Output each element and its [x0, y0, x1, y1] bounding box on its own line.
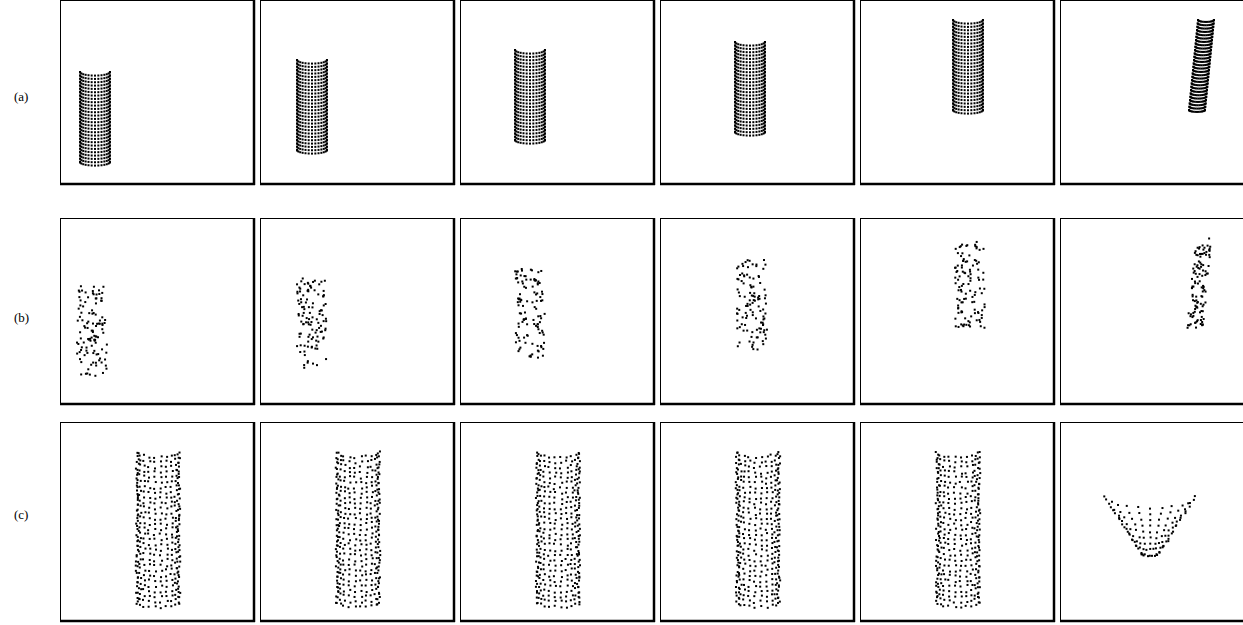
row-label: (c)	[14, 507, 28, 523]
panel	[860, 422, 1055, 622]
panel	[660, 218, 855, 405]
point-cloud	[514, 49, 546, 145]
point-cloud	[935, 451, 981, 609]
point-cloud	[1187, 237, 1212, 328]
point-cloud	[335, 450, 381, 608]
panel	[260, 0, 455, 185]
panel	[260, 218, 455, 405]
panel	[660, 422, 855, 622]
panel	[660, 0, 855, 185]
panel	[1060, 0, 1243, 185]
panel	[1060, 422, 1243, 622]
panel	[60, 218, 255, 405]
panel	[860, 0, 1055, 185]
point-cloud	[514, 268, 545, 359]
point-cloud	[76, 285, 108, 377]
panel	[260, 422, 455, 622]
point-cloud	[1188, 19, 1215, 113]
panel	[460, 422, 655, 622]
point-cloud	[296, 59, 328, 155]
point-cloud	[735, 451, 781, 609]
panel	[60, 422, 255, 622]
row-label: (a)	[14, 89, 28, 105]
panel	[860, 218, 1055, 405]
panel	[60, 0, 255, 185]
row-label: (b)	[14, 310, 29, 326]
point-cloud	[734, 41, 766, 137]
point-cloud	[736, 259, 768, 350]
panel	[1060, 218, 1243, 405]
point-cloud	[1103, 495, 1196, 557]
point-cloud	[79, 71, 111, 167]
point-cloud	[535, 452, 581, 609]
panel	[460, 0, 655, 185]
point-cloud	[296, 277, 327, 368]
point-cloud	[135, 452, 181, 610]
point-cloud	[954, 241, 986, 329]
point-cloud	[952, 19, 984, 115]
panel	[460, 218, 655, 405]
